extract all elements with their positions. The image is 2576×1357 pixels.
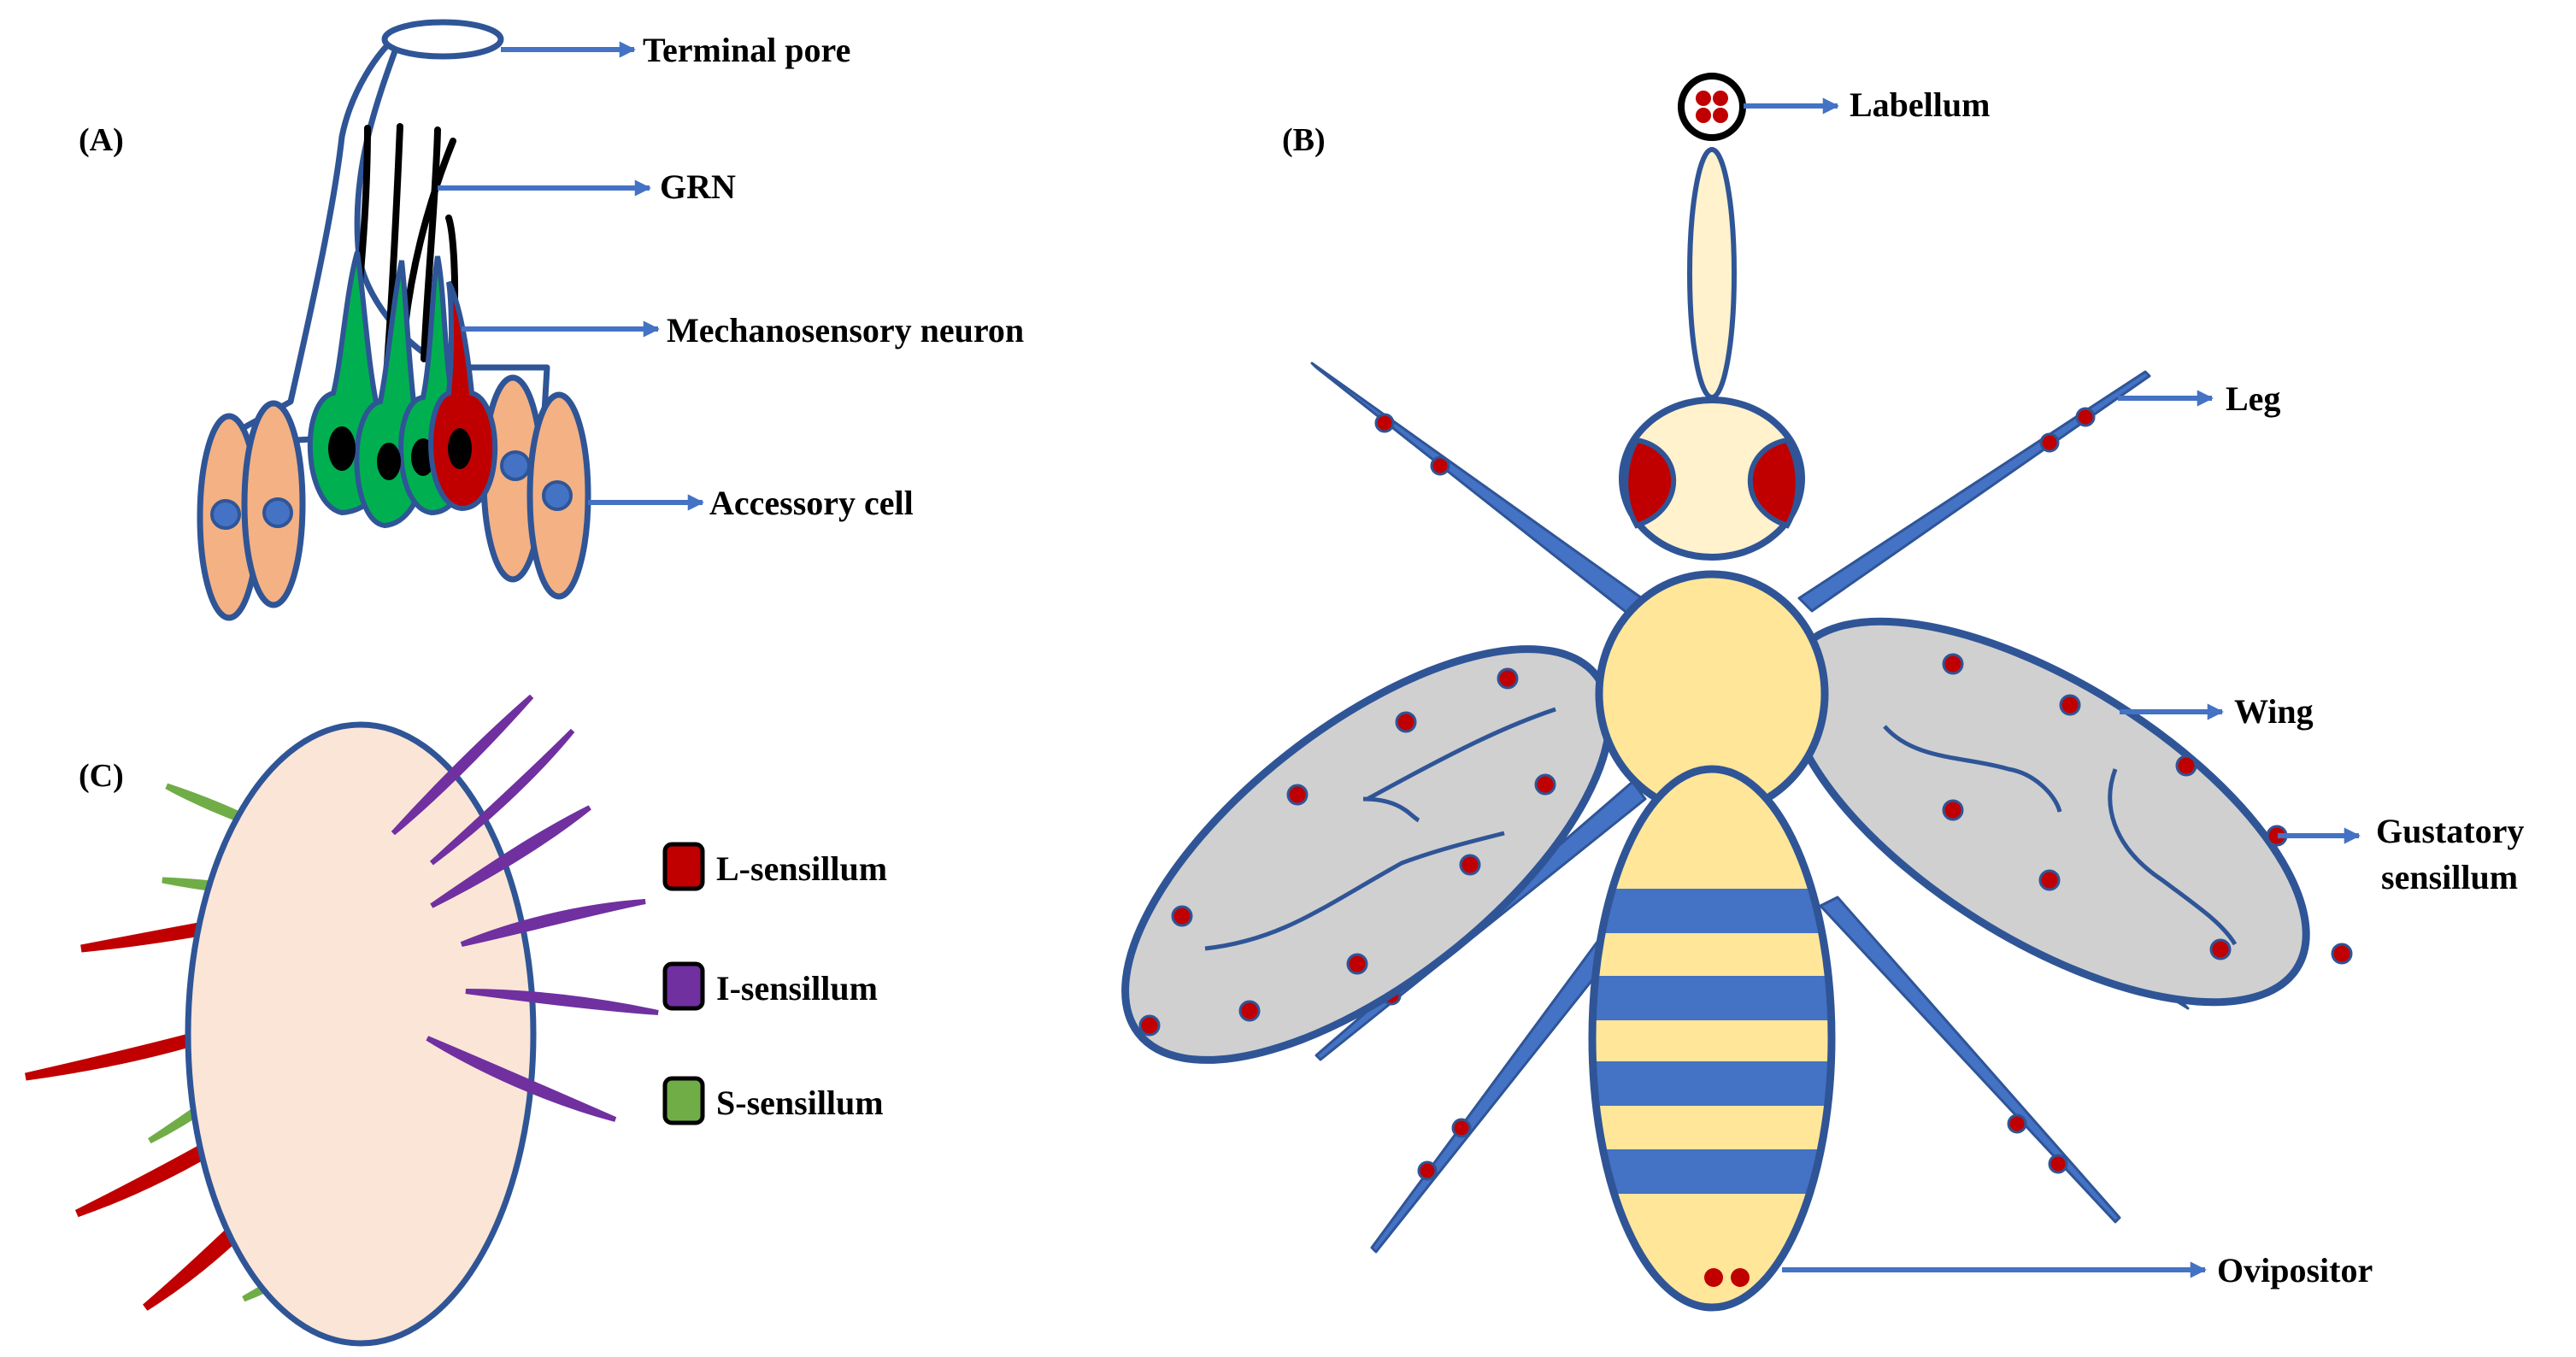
panel-b-tag: (B) [1282,122,1326,158]
ovipositor-sensillum [1704,1268,1723,1287]
mechanosensory-cell [428,280,498,512]
sensillum-dot [2209,938,2232,960]
sensillum-shaft-outline [210,29,550,448]
sensillum-dot [2059,694,2081,716]
sensillum-dot [1942,799,1964,821]
legend-swatch-l [662,842,705,891]
i-sensillum-hair [430,805,591,908]
label-grn: GRN [660,167,736,206]
sensillum-dot [2007,1113,2027,1134]
wing-right [1784,617,2310,1007]
leg-front-left [1310,361,1656,626]
legend-label-l: L-sensillum [716,849,887,888]
sensillum-dot [1534,773,1556,796]
sensillum-dot [1942,653,1964,675]
sensillum-dot [2331,943,2353,965]
sensillum-dot [1497,667,1519,690]
legend-swatch-s [662,1076,705,1125]
wing-left-shape [1121,645,1614,1064]
panel-a-arrows [438,41,704,511]
sensillum-dot [1430,455,1450,476]
sensillum-dot [1395,711,1417,733]
abdomen-stripes [1592,889,1832,1194]
sensillum-dot [1138,1014,1161,1037]
grn-nucleus [377,443,401,480]
leg-hind-right [1819,896,2121,1224]
i-sensillum-hair [391,694,534,836]
label-sensillum: sensillum [2381,858,2518,896]
sensillum-dot [2039,432,2060,453]
mechanosensory-nucleus [448,428,472,469]
sensillum-dot [1417,1160,1438,1181]
label-wing: Wing [2234,692,2314,731]
panel-a: (A) [79,19,1024,621]
label-accessory-cell: Accessory cell [709,484,914,522]
sensillum-dot [2038,869,2061,891]
legend-label-s: S-sensillum [716,1084,884,1122]
abdomen-outline [1588,765,1836,1312]
label-terminal-pore: Terminal pore [643,31,850,69]
label-labellum: Labellum [1850,85,1990,124]
legend: L-sensillum I-sensillum S-sensillum [662,842,887,1125]
grn-nucleus [328,426,356,471]
panel-b-arrows [1744,97,2361,1278]
sensillum-dot [1171,905,1193,927]
panel-b: (B) [1121,73,2524,1312]
i-sensillum-hair [465,989,659,1015]
terminal-pore-ring [381,19,504,60]
panel-c: (C) L-sensillum [25,694,887,1347]
eye-right [1747,437,1801,529]
accessory-nucleus [542,480,573,511]
label-gustatory: Gustatory [2376,812,2524,850]
label-ovipositor: Ovipositor [2217,1251,2373,1289]
label-mechanosensory-neuron: Mechanosensory neuron [667,311,1024,350]
wing-left [1121,645,1614,1064]
panel-a-tag: (A) [79,122,124,158]
sensillum-dot [1346,953,1368,975]
labellum-sensilla [1696,91,1728,123]
head [1619,397,1805,561]
accessory-nucleus [210,499,241,530]
labellum [1678,73,1746,141]
proboscis [1687,147,1737,400]
i-sensillum-hair [429,728,575,866]
sensillum-dot [1238,1000,1261,1022]
i-sensilla-hairs [391,694,659,1122]
legend-swatch-i [662,961,705,1011]
legend-label-i: I-sensillum [716,969,878,1007]
ovipositor-sensillum [1731,1268,1750,1287]
accessory-nucleus [500,450,531,481]
i-sensillum-hair [426,1036,617,1122]
sensillum-dot [2175,755,2197,777]
antenna-organ [185,721,537,1347]
sensillum-dot [1459,854,1481,876]
sensillum-dot [1374,413,1395,433]
abdomen [1588,765,1836,1312]
sensillum-dot [1286,784,1309,806]
wing-sensilla [1138,653,2353,1037]
label-leg: Leg [2226,379,2280,418]
eye-left [1623,437,1677,529]
panel-c-tag: (C) [79,758,124,794]
accessory-cells [197,374,591,621]
accessory-nucleus [262,497,293,528]
sensillum-dot [1451,1118,1472,1138]
sensillum-dot [2048,1154,2068,1174]
sensillum-dot [2075,407,2096,427]
i-sensillum-hair [460,899,646,947]
leg-front-right [1797,370,2151,613]
